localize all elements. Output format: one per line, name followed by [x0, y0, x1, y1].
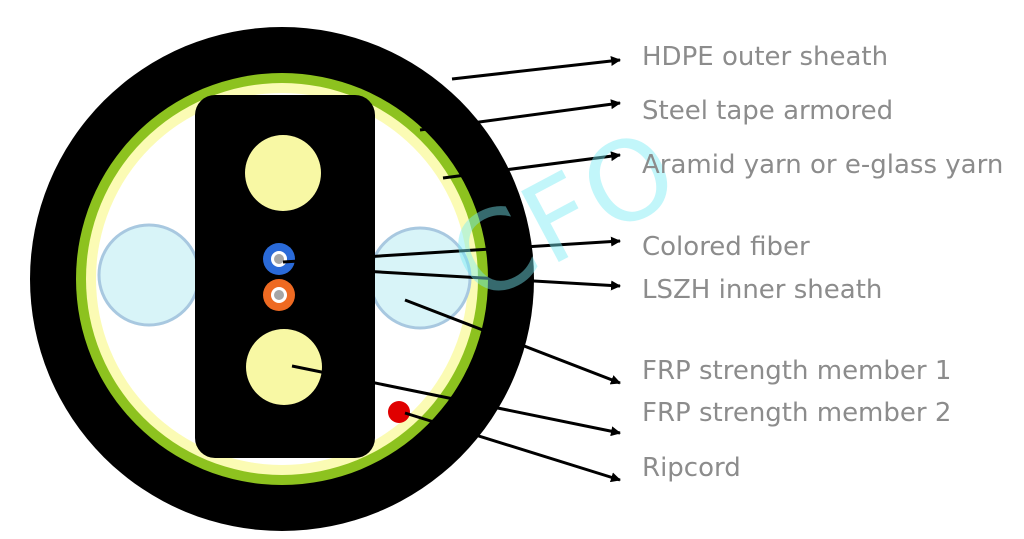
label-hdpe-outer-sheath: HDPE outer sheath	[642, 42, 889, 72]
arrow-aramid-yarn	[442, 151, 621, 180]
right-frp-strength-member	[368, 226, 472, 330]
blue-fiber-core	[274, 254, 284, 264]
left-frp-strength-member	[97, 223, 201, 327]
label-frp-strength-member-1: FRP strength member 1	[642, 356, 952, 386]
label-colored-fiber: Colored fiber	[642, 232, 810, 262]
label-steel-tape-armored: Steel tape armored	[642, 96, 894, 126]
label-aramid-yarn: Aramid yarn or e-glass yarn	[642, 150, 1004, 180]
label-frp-strength-member-2: FRP strength member 2	[642, 398, 952, 428]
arrow-steel-tape-armored	[419, 99, 621, 132]
arrow-frp-strength-member-1	[404, 298, 621, 385]
lower-strength-core	[246, 329, 322, 405]
upper-strength-core	[245, 135, 321, 211]
lszh-inner-sheath-block	[195, 95, 375, 458]
arrow-colored-fiber	[282, 236, 621, 264]
arrow-hdpe-outer-sheath	[451, 56, 621, 81]
ripcord-dot	[388, 401, 410, 423]
label-ripcord: Ripcord	[642, 453, 741, 483]
arrow-frp-strength-member-2	[291, 364, 621, 437]
label-lszh-inner-sheath: LSZH inner sheath	[642, 275, 883, 305]
arrow-lszh-inner-sheath	[344, 268, 621, 291]
orange-fiber-core	[274, 290, 284, 300]
arrow-ripcord	[404, 411, 621, 483]
